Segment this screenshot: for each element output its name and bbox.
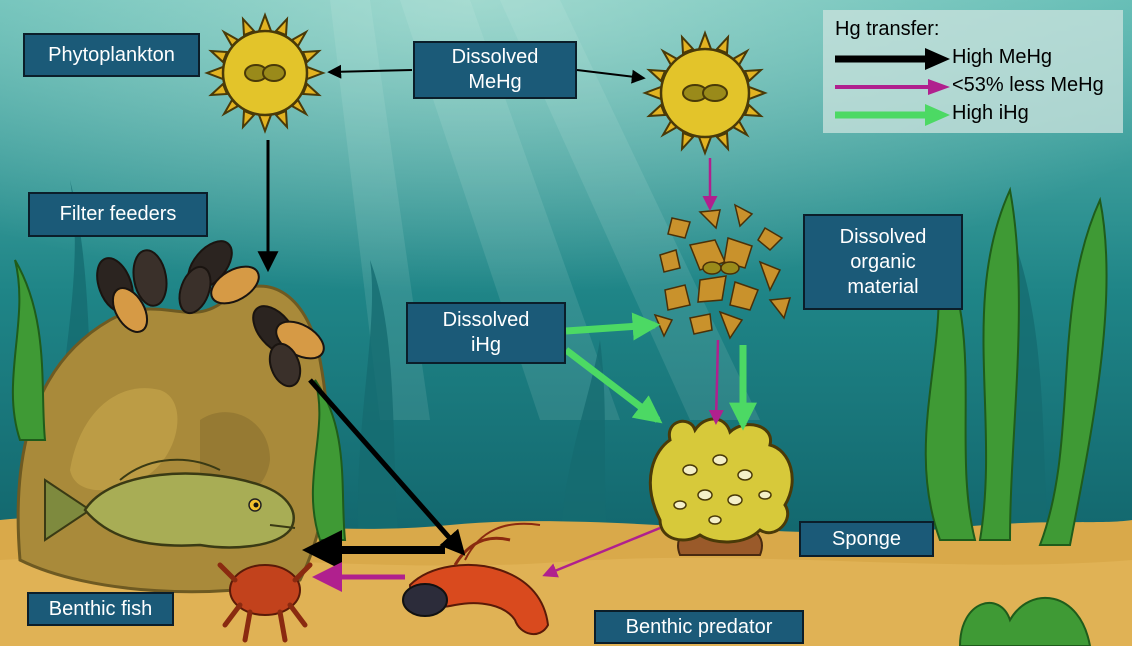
legend-arrow-green <box>835 102 950 128</box>
legend-item-high-ihg: High iHg <box>835 102 1120 128</box>
label-benthic-fish: Benthic fish <box>27 592 174 626</box>
legend-arrow-magenta <box>835 74 950 100</box>
label-filter-feeders: Filter feeders <box>28 192 208 237</box>
legend-arrow-black <box>835 46 950 72</box>
legend-title: Hg transfer: <box>835 18 939 41</box>
legend-item-less-mehg: <53% less MeHg <box>835 74 1120 100</box>
label-sponge: Sponge <box>799 521 934 557</box>
label-phytoplankton: Phytoplankton <box>23 33 200 77</box>
legend-label: <53% less MeHg <box>952 74 1104 97</box>
phytoplankton-cell-right <box>645 33 765 153</box>
label-benthic-predator: Benthic predator <box>594 610 804 644</box>
legend-label: High MeHg <box>952 46 1052 69</box>
legend-item-high-mehg: High MeHg <box>835 46 1120 72</box>
label-dissolved-ihg: Dissolved iHg <box>406 302 566 364</box>
legend-label: High iHg <box>952 102 1029 125</box>
label-dissolved-organic-material: Dissolved organic material <box>803 214 963 310</box>
phytoplankton-cell-left <box>207 15 323 131</box>
label-dissolved-mehg: Dissolved MeHg <box>413 41 577 99</box>
legend: Hg transfer: High MeHg <53% less MeHg Hi… <box>823 10 1123 133</box>
